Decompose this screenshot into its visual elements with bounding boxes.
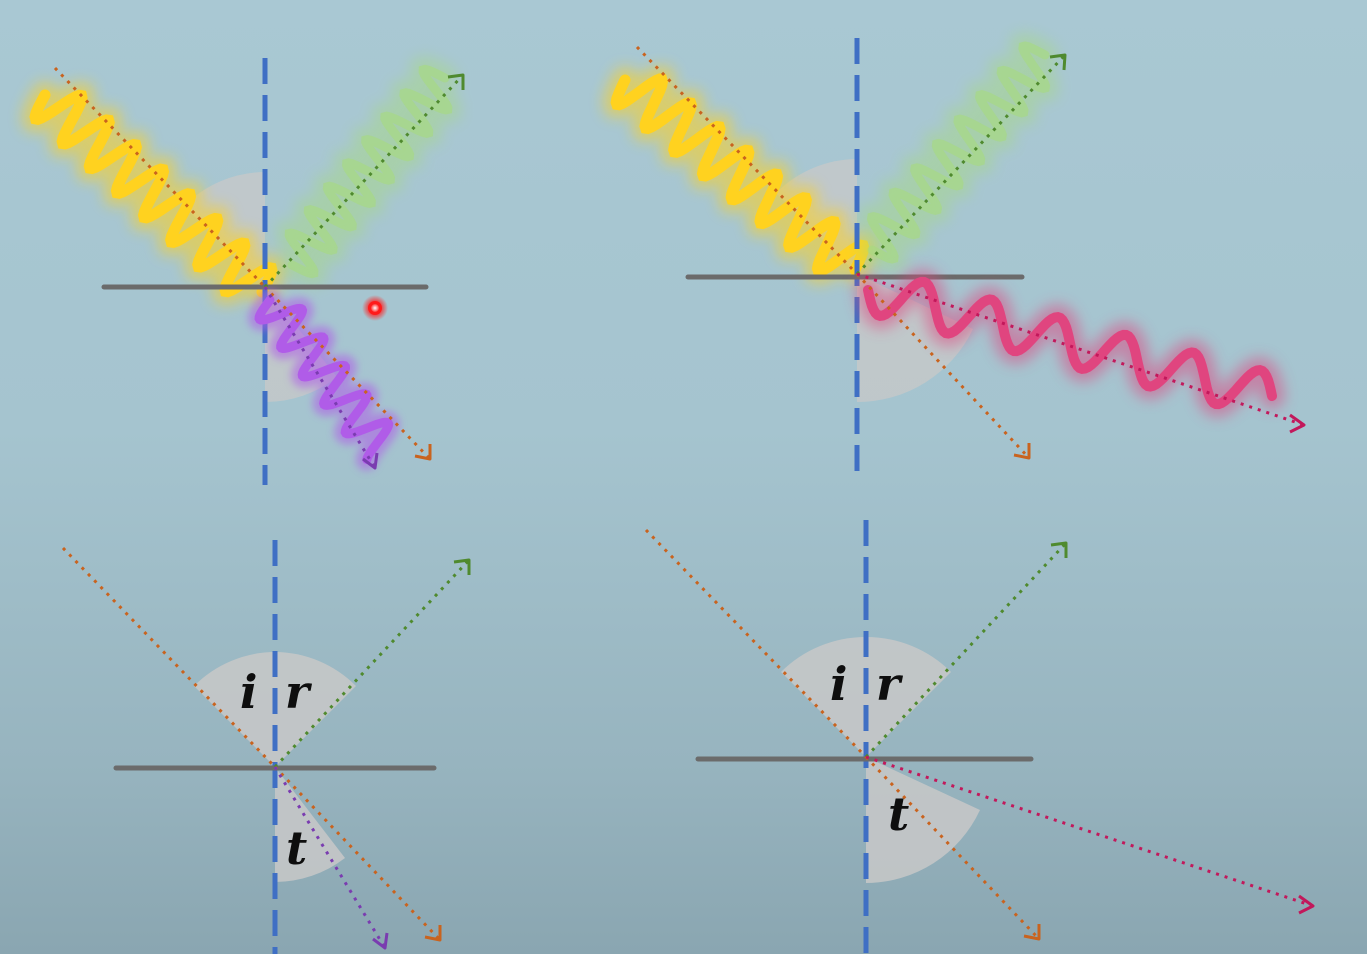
reflected-ray — [864, 541, 1068, 759]
reflected-light-wave — [276, 55, 461, 288]
transmission-angle-label: t — [888, 787, 909, 841]
reflection-angle-sector — [275, 652, 356, 767]
reflected-ray — [263, 73, 465, 289]
panel-top-right — [602, 32, 1306, 472]
reflected-ray-arrowhead — [453, 558, 471, 575]
transmitted-ray — [856, 272, 1305, 427]
incidence-angle-sector — [781, 636, 866, 757]
panel-bottom-left: i r t — [61, 540, 471, 954]
reflected-light-wave — [858, 32, 1059, 273]
refracted-ray-extension-arrowhead — [414, 444, 432, 461]
transmitted-ray-arrowhead — [362, 452, 379, 470]
transmitted-light-wave — [247, 289, 400, 471]
refracted-ray-extension-arrowhead — [424, 925, 442, 942]
incidence-angle-label: i — [830, 657, 847, 711]
transmitted-ray — [865, 755, 1314, 908]
incident-ray — [61, 546, 277, 769]
reflected-ray-arrowhead — [447, 73, 465, 90]
refracted-ray-extension-arrowhead — [1013, 443, 1031, 460]
refracted-ray-extension — [864, 755, 1041, 941]
refracted-ray-extension — [263, 285, 432, 461]
transmitted-ray-arrowhead — [372, 932, 389, 950]
incident-ray — [53, 66, 267, 289]
refracted-ray-extension — [273, 765, 442, 942]
reflected-ray-arrowhead — [1049, 53, 1067, 71]
reflected-ray-arrowhead — [1050, 541, 1068, 558]
incident-light-wave — [602, 65, 878, 285]
transmission-angle-label: t — [286, 821, 307, 875]
incident-ray — [635, 45, 859, 276]
reflection-angle-label: r — [285, 665, 313, 719]
incidence-angle-label: i — [240, 665, 257, 719]
panel-top-left — [21, 55, 465, 485]
transmitted-ray-arrowhead — [1298, 894, 1315, 915]
refracted-ray-extension-arrowhead — [1023, 924, 1041, 941]
incident-light-wave — [21, 81, 286, 306]
transmitted-light-wave — [855, 268, 1285, 418]
transmitted-ray-arrowhead — [1289, 413, 1306, 434]
refracted-ray-extension — [855, 272, 1031, 460]
panel-bottom-right: i r t — [644, 520, 1315, 954]
pointer-dot — [362, 295, 388, 321]
reflection-angle-sector — [866, 636, 951, 757]
transmission-angle-sector — [866, 757, 980, 883]
pointer-dot-core — [368, 301, 382, 315]
incidence-angle-sector — [194, 652, 275, 767]
incident-ray — [644, 528, 868, 759]
reflected-ray — [273, 558, 471, 769]
reflection-angle-label: r — [876, 657, 904, 711]
